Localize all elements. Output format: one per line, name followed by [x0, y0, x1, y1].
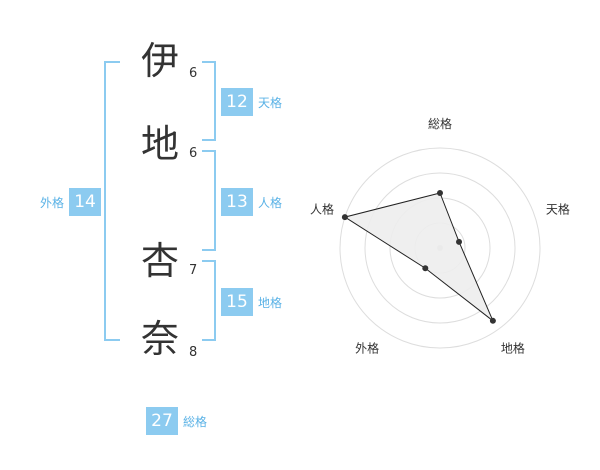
- radar-axis-label-3: 地格: [501, 340, 525, 355]
- gaikaku-bracket: [104, 61, 120, 341]
- gaikaku-badge: 外格 14: [40, 188, 102, 216]
- stroke-count-2: 6: [189, 146, 198, 161]
- jinkaku-badge: 13 人格: [221, 188, 282, 216]
- radar-axis-label-2: 天格: [546, 202, 570, 217]
- chikaku-bracket: [202, 260, 216, 341]
- chikaku-label: 地格: [258, 295, 283, 310]
- radar-point-3: [489, 317, 496, 324]
- radar-point-5: [341, 214, 348, 221]
- jinkaku-bracket: [202, 150, 216, 251]
- jinkaku-label: 人格: [258, 195, 283, 210]
- name-char-2: 地: [140, 122, 179, 166]
- radar-ring: [339, 147, 541, 349]
- radar-ring: [364, 172, 516, 324]
- radar-point-2: [456, 238, 463, 245]
- tenkaku-bracket: [202, 61, 216, 141]
- soukaku-badge: 27 総格: [146, 407, 207, 435]
- radar-axis-label-5: 人格: [310, 202, 334, 217]
- name-char-3: 杏: [140, 239, 179, 283]
- stroke-count-1: 6: [189, 66, 198, 81]
- gaikaku-label: 外格: [40, 195, 65, 210]
- name-char-4: 奈: [140, 317, 179, 361]
- tenkaku-label: 天格: [258, 95, 283, 110]
- soukaku-value: 27: [146, 407, 178, 435]
- stroke-count-3: 7: [189, 263, 198, 278]
- radar-axis-label-1: 総格: [428, 116, 452, 131]
- chikaku-badge: 15 地格: [221, 288, 282, 316]
- radar-area: [343, 192, 494, 322]
- tenkaku-value: 12: [221, 88, 253, 116]
- soukaku-label: 総格: [183, 414, 208, 429]
- radar-axis-label-4: 外格: [355, 340, 379, 355]
- jinkaku-value: 13: [221, 188, 253, 216]
- chikaku-value: 15: [221, 288, 253, 316]
- name-char-1: 伊: [140, 39, 179, 83]
- radar-point-4: [422, 265, 429, 272]
- radar-point-1: [437, 190, 443, 196]
- tenkaku-badge: 12 天格: [221, 88, 282, 116]
- gaikaku-value: 14: [69, 188, 102, 216]
- stroke-count-4: 8: [189, 345, 198, 360]
